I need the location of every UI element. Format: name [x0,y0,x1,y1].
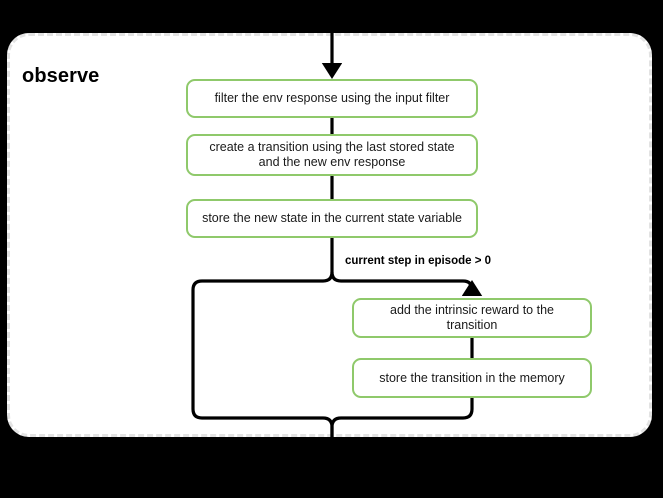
node-store-transition-memory[interactable]: store the transition in the memory [352,358,592,398]
group-title-observe: observe [22,65,100,87]
node-create-transition[interactable]: create a transition using the last store… [186,134,478,176]
edge-label-current-step-condition: current step in episode > 0 [345,255,492,267]
node-store-new-state[interactable]: store the new state in the current state… [186,199,478,238]
node-filter-env-response[interactable]: filter the env response using the input … [186,79,478,118]
node-add-intrinsic-reward[interactable]: add the intrinsic reward to the transiti… [352,298,592,338]
